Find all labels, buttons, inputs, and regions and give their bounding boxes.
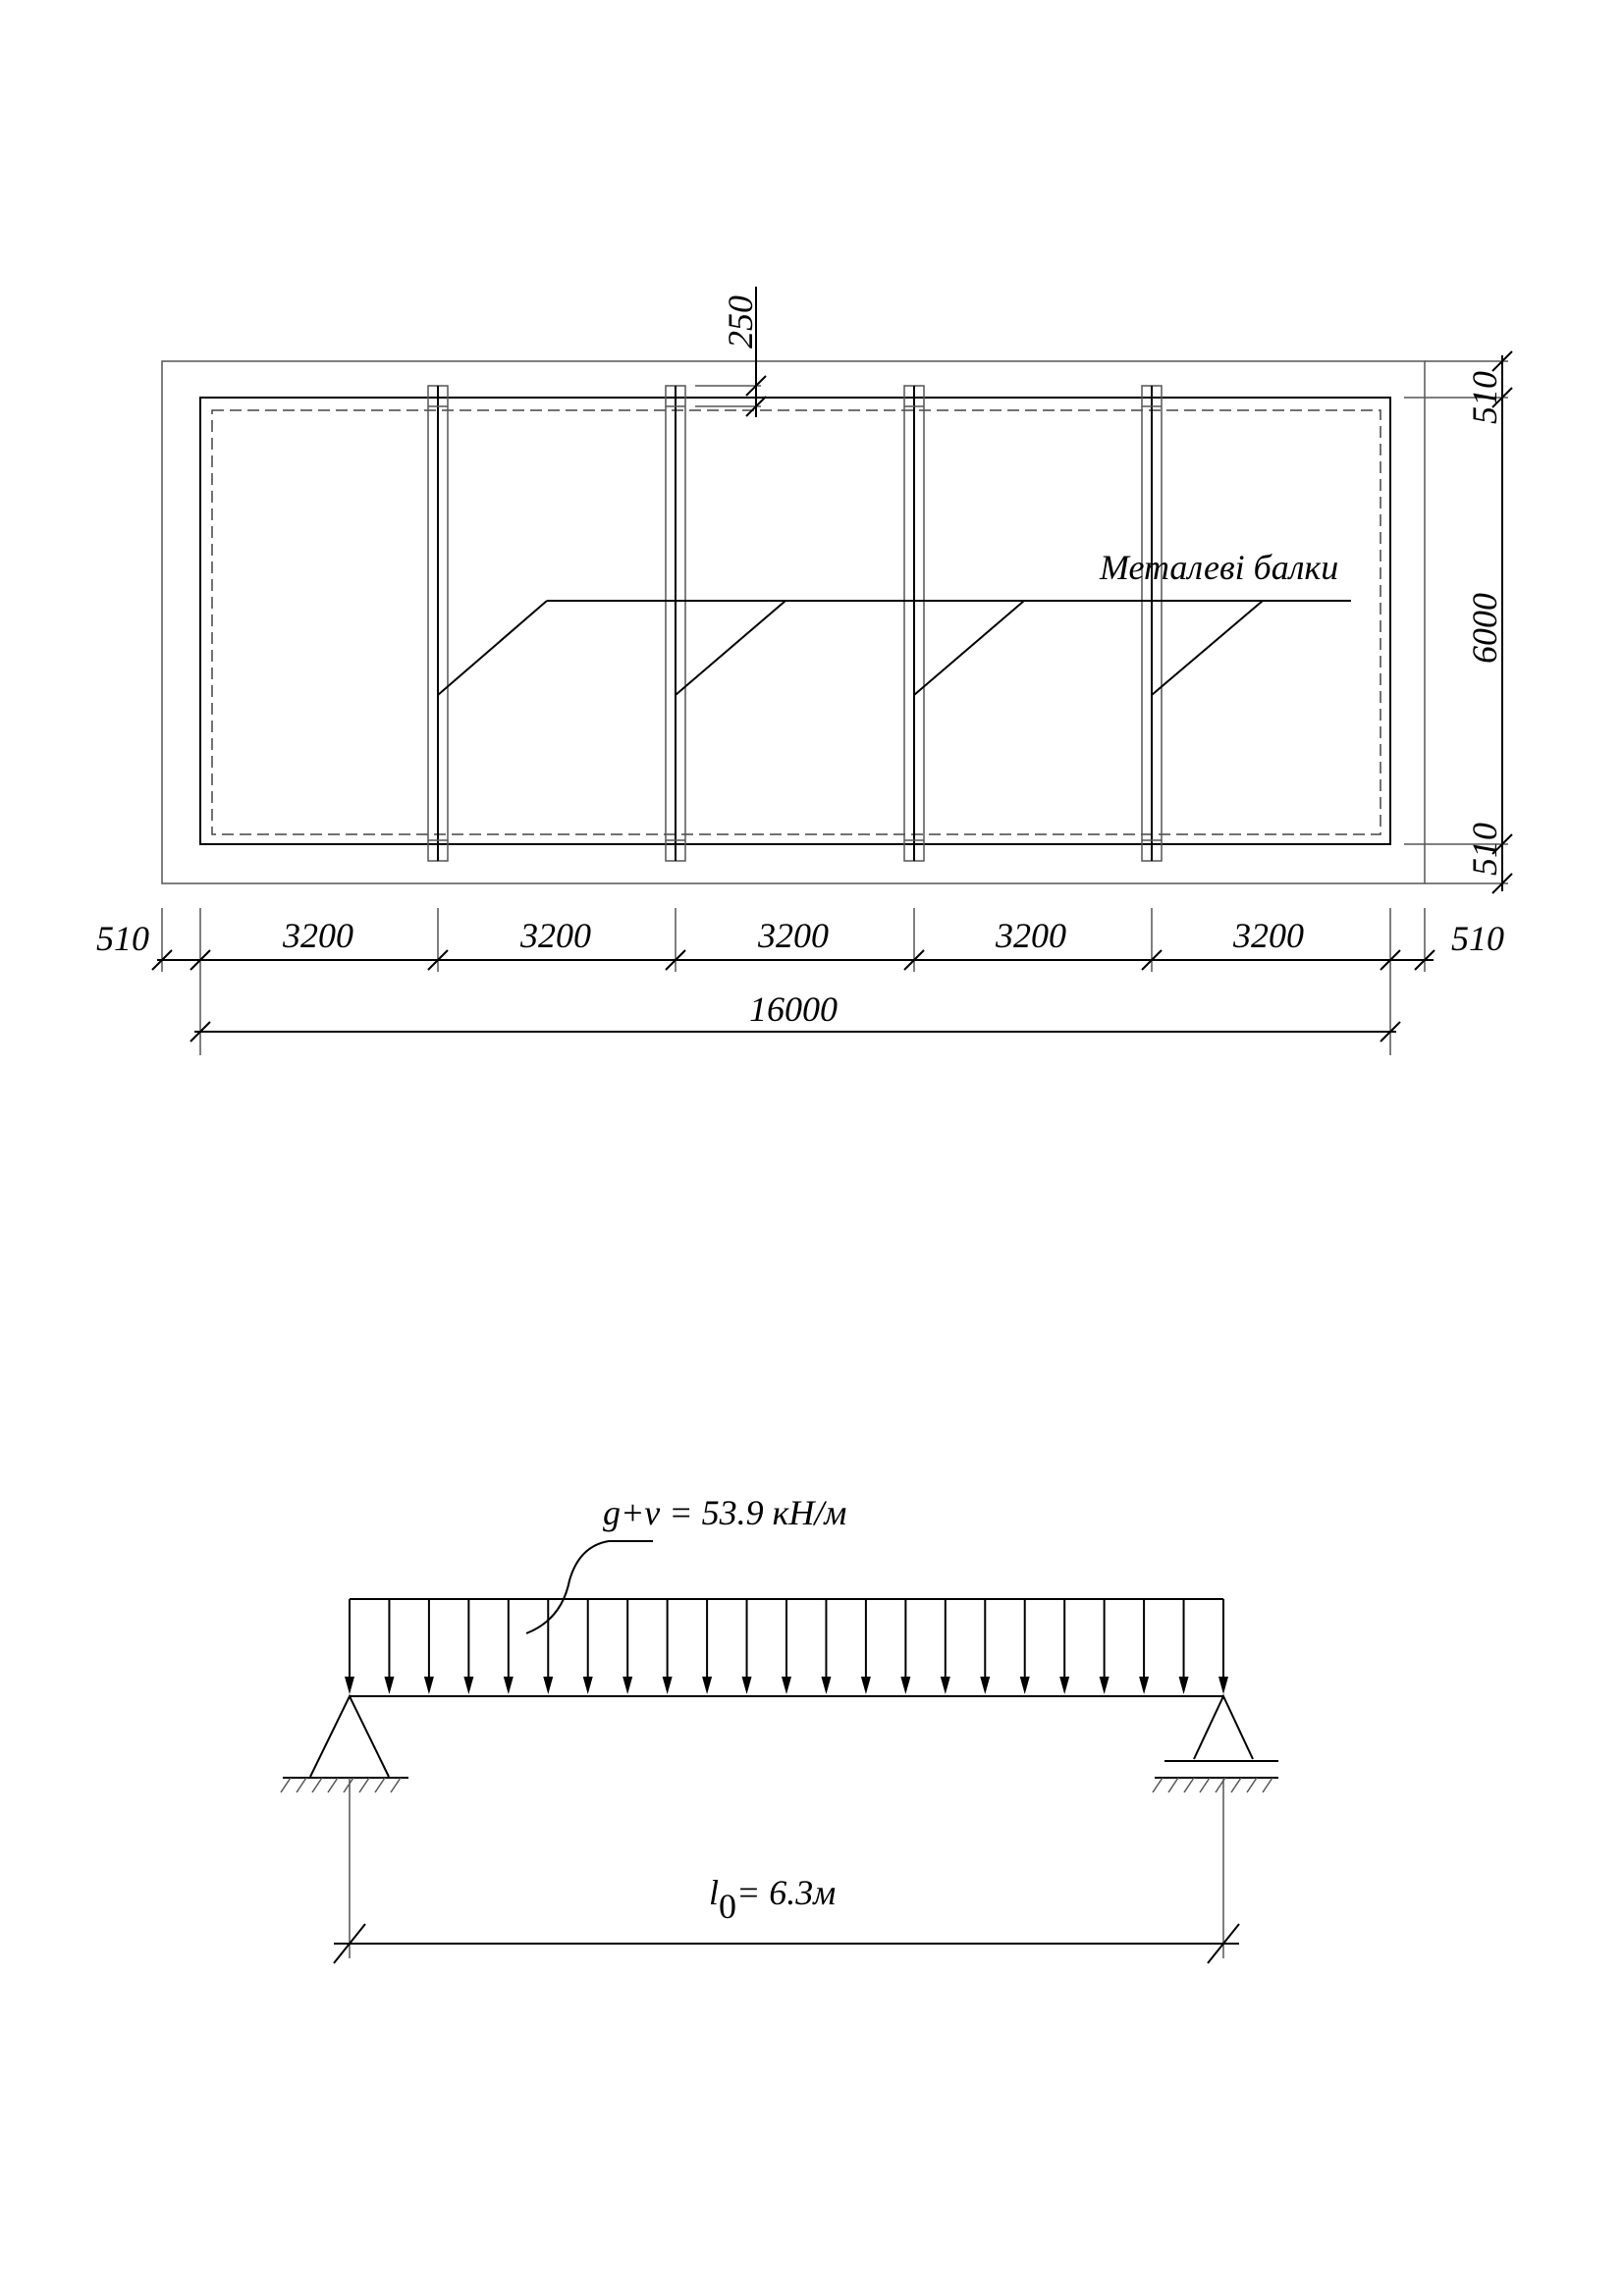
load-arrow-head	[582, 1677, 593, 1694]
dim-right-edge-label: 510	[1451, 919, 1504, 958]
load-arrow-head	[1019, 1677, 1030, 1694]
load-arrow-head	[940, 1677, 950, 1694]
dim-left-edge-label: 510	[96, 919, 149, 958]
dim-right-mid-label: 6000	[1465, 593, 1504, 664]
load-arrow-head	[860, 1677, 871, 1694]
slab-dashed-outline	[211, 409, 1381, 835]
span-dimension: l0= 6.3м	[333, 1778, 1240, 1964]
load-arrow-head	[384, 1677, 395, 1694]
load-arrow-head	[741, 1677, 752, 1694]
load-arrow-head	[662, 1677, 673, 1694]
floor-plan: Металеві балки 250 510 6000 510	[96, 287, 1513, 1055]
metal-beam-4	[1141, 385, 1163, 862]
span-label: l0= 6.3м	[709, 1873, 836, 1926]
load-arrows	[345, 1599, 1228, 1694]
inner-wall-outline	[199, 397, 1391, 845]
dim-top-250: 250	[695, 287, 767, 417]
metal-beam-2	[665, 385, 686, 862]
dim-total: 16000	[189, 989, 1401, 1042]
dim-right-top-label: 510	[1465, 371, 1504, 424]
metal-beams	[427, 385, 1163, 862]
load-arrow-head	[543, 1677, 554, 1694]
load-arrow-head	[1178, 1677, 1189, 1694]
callout-leaders	[437, 600, 1351, 696]
load-arrow-head	[1139, 1677, 1150, 1694]
load-arrow-head	[423, 1677, 434, 1694]
dim-top-250-label: 250	[721, 295, 760, 348]
load-arrow-head	[900, 1677, 911, 1694]
load-arrow-head	[503, 1677, 514, 1694]
dim-total-label: 16000	[749, 989, 838, 1029]
dim-span-1-label: 3200	[282, 916, 353, 955]
dim-span-3-label: 3200	[757, 916, 829, 955]
dim-span-2-label: 3200	[519, 916, 591, 955]
left-pinned-support	[280, 1693, 408, 1793]
load-arrow-head	[623, 1677, 633, 1694]
metal-beam-1	[427, 385, 449, 862]
load-arrow-head	[345, 1677, 354, 1694]
load-label: g+v = 53.9 кН/м	[603, 1493, 846, 1532]
beam-scheme: g+v = 53.9 кН/м l0= 6.3м	[280, 1493, 1278, 1964]
load-arrow-head	[980, 1677, 991, 1694]
metal-beam-3	[903, 385, 925, 862]
dim-bottom-chain: 510 3200 3200 3200 3200 3200 510	[96, 908, 1504, 1055]
span-label-l: l	[709, 1873, 719, 1912]
dim-right: 510 6000 510	[1404, 350, 1513, 894]
load-arrow-head	[782, 1677, 791, 1694]
outer-wall-outline	[161, 360, 1426, 884]
load-arrow-head	[463, 1677, 474, 1694]
right-roller-support	[1152, 1693, 1278, 1793]
load-arrow-head	[702, 1677, 713, 1694]
load-leader	[525, 1540, 653, 1634]
load-arrow-head	[821, 1677, 832, 1694]
dim-right-bottom-label: 510	[1465, 823, 1504, 876]
span-label-sub: 0	[719, 1887, 736, 1926]
dim-span-5-label: 3200	[1232, 916, 1304, 955]
callout-label: Металеві балки	[1099, 548, 1338, 587]
load-arrow-head	[1218, 1677, 1228, 1694]
load-arrow-head	[1099, 1677, 1110, 1694]
dim-span-4-label: 3200	[995, 916, 1066, 955]
span-label-rest: = 6.3м	[736, 1873, 836, 1912]
load-arrow-head	[1059, 1677, 1070, 1694]
